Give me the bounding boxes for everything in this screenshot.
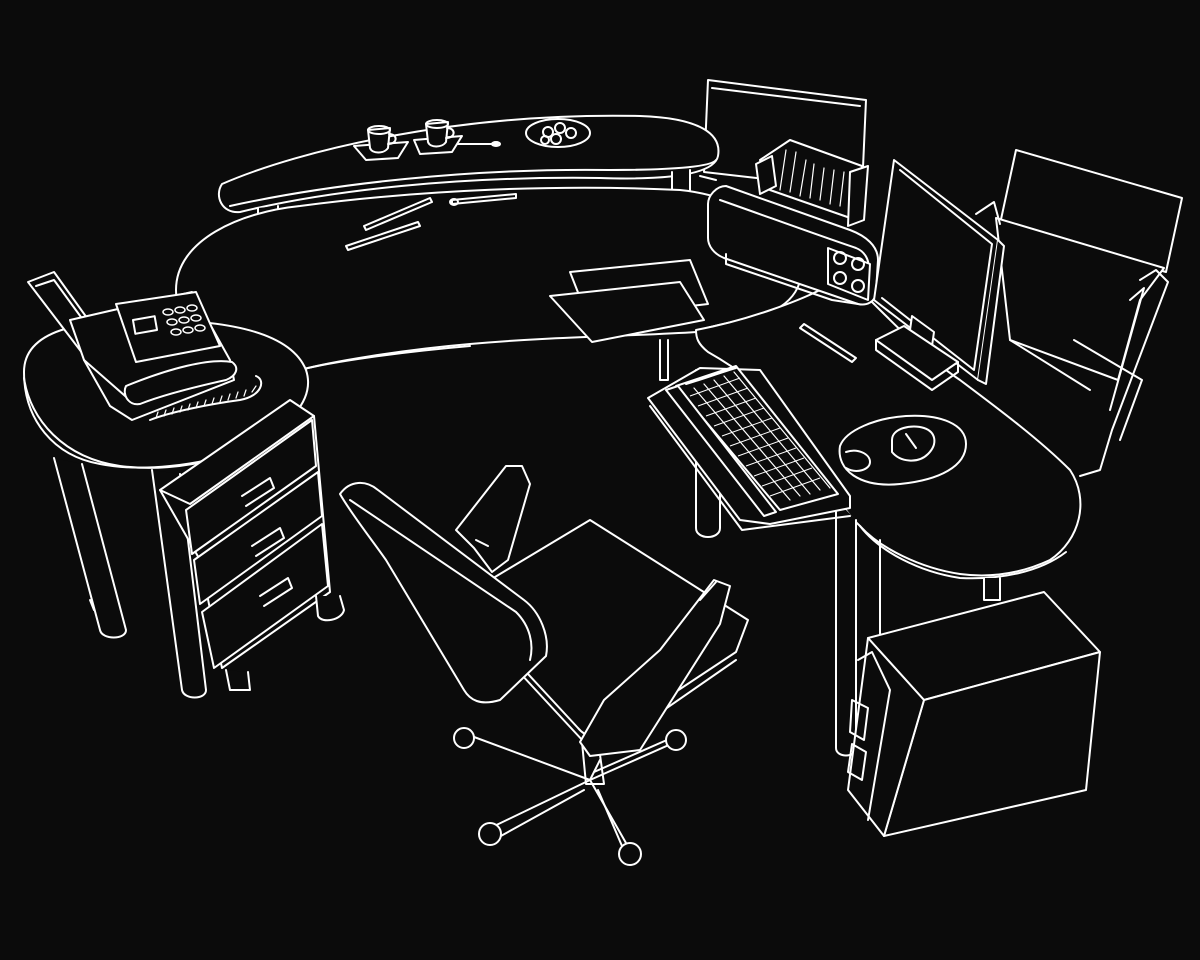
coffee-cup-icon: [413, 119, 501, 155]
paper-icon: [549, 259, 709, 343]
keyboard-icon: [647, 365, 851, 531]
pen-icon: [345, 193, 857, 363]
monitor-icon: [873, 159, 1005, 391]
printer-icon: [707, 139, 879, 306]
chair-base: [453, 727, 687, 866]
fax-machine-icon: [27, 271, 263, 421]
guest-chair-illustration: [975, 149, 1183, 477]
drawer-cabinet-illustration: [159, 399, 345, 691]
computer-tower-illustration: [847, 591, 1101, 837]
coffee-cup-icon: [353, 125, 409, 161]
office-chair-illustration: [339, 465, 749, 866]
mouse-icon: [838, 414, 967, 486]
plate-icon: [525, 118, 591, 148]
